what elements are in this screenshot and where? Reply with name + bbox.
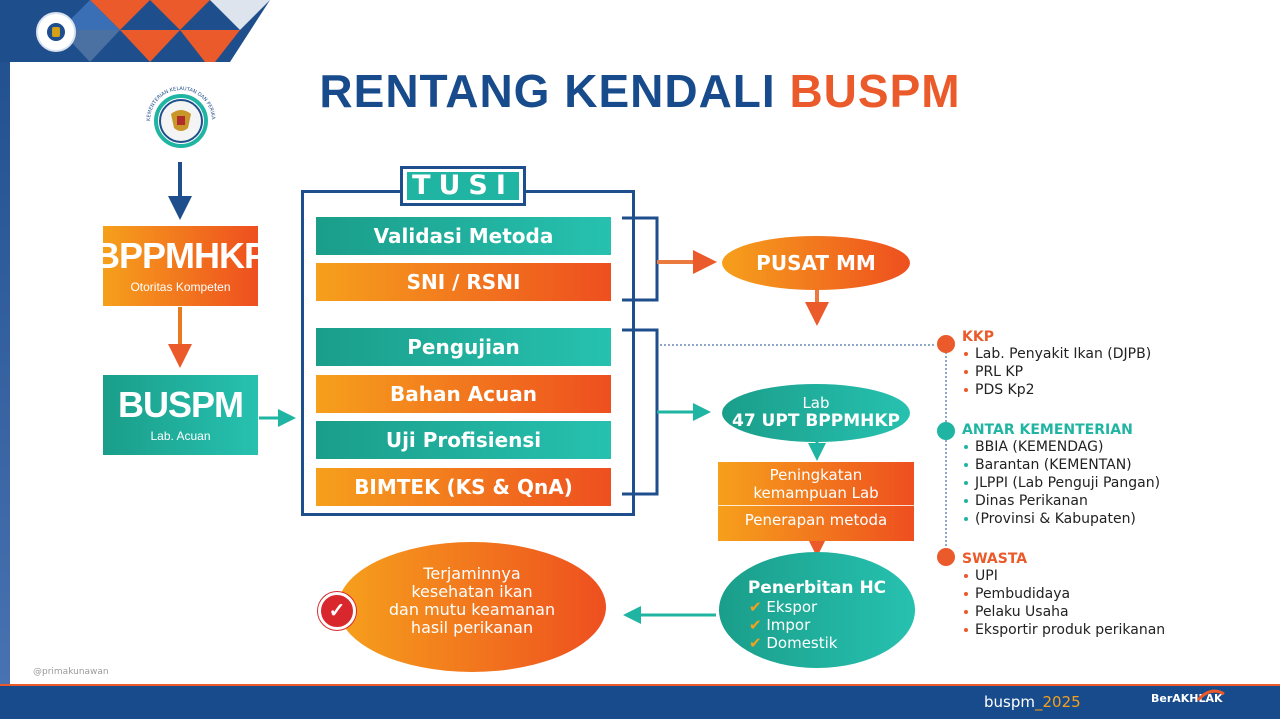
footer-stripe (0, 684, 1280, 687)
page-title: RENTANG KENDALI BUSPM (319, 65, 961, 117)
group-kkp-head: KKP (962, 329, 994, 345)
peningkatan-line2: kemampuan Lab (753, 484, 879, 502)
penerapan-metoda: Penerapan metoda (744, 511, 888, 529)
tusi-item-uji-profisiensi: Uji Profisiensi (316, 421, 611, 459)
outcome-node: Terjaminnya kesehatan ikan dan mutu keam… (338, 542, 606, 672)
list-item: Pelaku Usaha (962, 603, 1165, 621)
ministry-emblem-logo: KEMENTERIAN KELAUTAN DAN PERIKANAN (138, 78, 221, 161)
group-antar-kementerian: ANTAR KEMENTERIAN BBIA (KEMENDAG) Barant… (962, 422, 1160, 528)
list-item: BBIA (KEMENDAG) (962, 438, 1160, 456)
hc-title: Penerbitan HC (747, 578, 887, 598)
lab-upt-node: Lab 47 UPT BPPMHKP (722, 384, 910, 442)
list-item: Eksportir produk perikanan (962, 621, 1165, 639)
hc-item-impor: ✔ Impor (749, 616, 811, 634)
list-item: JLPPI (Lab Penguji Pangan) (962, 474, 1160, 492)
ministry-logo-small (36, 12, 76, 52)
checkmark-icon: ✓ (318, 592, 356, 630)
group-antar-kementerian-head: ANTAR KEMENTERIAN (962, 422, 1133, 438)
tusi-item-bahan-acuan: Bahan Acuan (316, 375, 611, 413)
list-item-continuation: (Provinsi & Kabupaten) (962, 510, 1160, 528)
tusi-item-validasi-metoda: Validasi Metoda (316, 217, 611, 255)
tusi-item-sni-rsni: SNI / RSNI (316, 263, 611, 301)
footer-brand: buspm_2025 (984, 693, 1081, 711)
peningkatan-line1: Peningkatan (769, 466, 863, 484)
group-kkp: KKP Lab. Penyakit Ikan (DJPB) PRL KP PDS… (962, 329, 1151, 399)
tusi-label: TUSI (407, 172, 519, 200)
outcome-line: Terjaminnya (423, 564, 521, 583)
list-item: Barantan (KEMENTAN) (962, 456, 1160, 474)
berakhlak-swoosh-icon (1196, 689, 1225, 702)
group-swasta-head: SWASTA (962, 551, 1028, 567)
watermark: @primakunawan (33, 667, 109, 677)
check-icon: ✔ (749, 598, 762, 616)
list-item: Lab. Penyakit Ikan (DJPB) (962, 345, 1151, 363)
list-item: Dinas Perikanan (962, 492, 1160, 510)
lab-upt-line2: 47 UPT BPPMHKP (731, 410, 900, 431)
left-accent-strip (0, 0, 10, 719)
list-item: PRL KP (962, 363, 1151, 381)
bppmhkp-box: BPPMHKP Otoritas Kompeten (94, 226, 268, 306)
check-icon: ✔ (749, 634, 762, 652)
buspm-title: BUSPM (117, 384, 244, 425)
tusi-item-pengujian: Pengujian (316, 328, 611, 366)
tusi-label-box: TUSI (400, 166, 526, 206)
buspm-subtitle: Lab. Acuan (150, 429, 211, 443)
peningkatan-box: Peningkatan kemampuan Lab Penerapan meto… (718, 462, 914, 541)
outcome-line: hasil perikanan (410, 618, 534, 637)
hc-item-ekspor: ✔ Ekspor (749, 598, 818, 616)
list-item: Pembudidaya (962, 585, 1165, 603)
group-swasta: SWASTA UPI Pembudidaya Pelaku Usaha Eksp… (962, 551, 1165, 639)
tusi-item-bimtek: BIMTEK (KS & QnA) (316, 468, 611, 506)
outcome-line: kesehatan ikan (411, 582, 533, 601)
check-icon: ✔ (749, 616, 762, 634)
penerbitan-hc-node: Penerbitan HC ✔ Ekspor ✔ Impor ✔ Domesti… (719, 552, 915, 668)
lab-upt-line1: Lab (802, 393, 830, 412)
footer-bar: buspm_2025 BerAKHLAK (0, 686, 1280, 719)
list-item: UPI (962, 567, 1165, 585)
bppmhkp-title: BPPMHKP (93, 235, 268, 276)
pusat-mm-node: PUSAT MM (722, 236, 910, 290)
outcome-line: dan mutu keamanan (388, 600, 556, 619)
hc-item-domestik: ✔ Domestik (749, 634, 838, 652)
buspm-box: BUSPM Lab. Acuan (103, 375, 258, 455)
list-item: PDS Kp2 (962, 381, 1151, 399)
bppmhkp-subtitle: Otoritas Kompeten (130, 280, 231, 294)
